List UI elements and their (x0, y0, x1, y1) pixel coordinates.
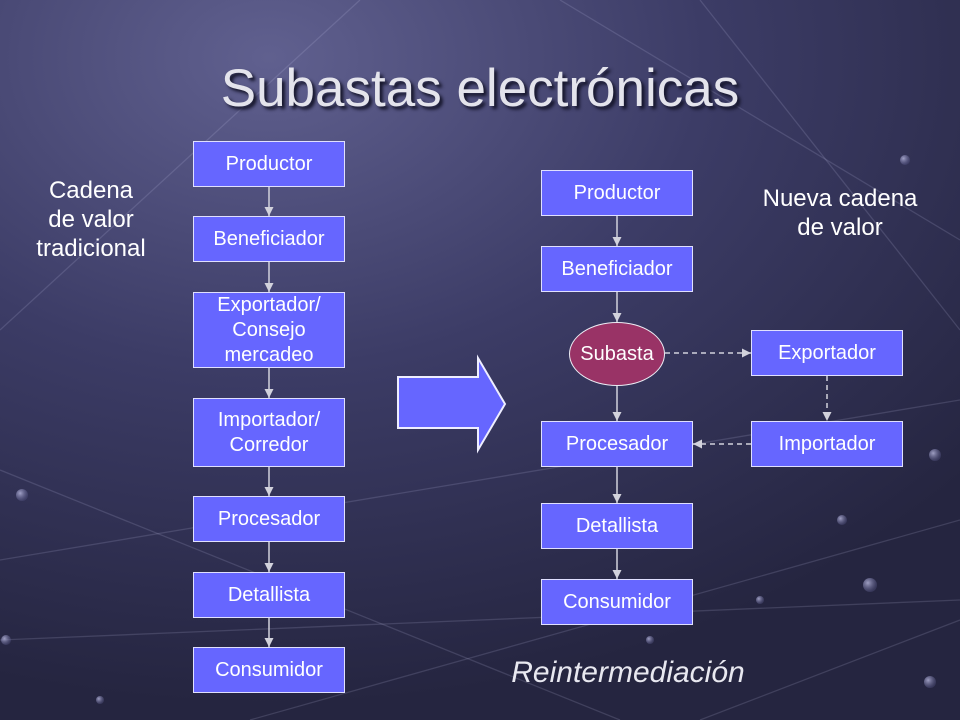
traditional-step-productor: Productor (193, 141, 345, 187)
auction-node: Subasta (569, 322, 665, 386)
new-step-exportador: Exportador (751, 330, 903, 376)
new-chain-label: Nueva cadena de valor (762, 185, 918, 241)
new-step-detallista: Detallista (541, 503, 693, 549)
traditional-step-beneficiador: Beneficiador (193, 216, 345, 262)
traditional-step-detallista: Detallista (193, 572, 345, 618)
traditional-step-exportador-consejo: Exportador/ Consejo mercadeo (193, 292, 345, 368)
traditional-step-consumidor: Consumidor (193, 647, 345, 693)
traditional-chain-label: Cadena de valor tradicional (36, 177, 146, 262)
new-step-productor: Productor (541, 170, 693, 216)
traditional-step-importador-corredor: Importador/ Corredor (193, 398, 345, 467)
new-step-importador: Importador (751, 421, 903, 467)
reintermediation-caption: Reintermediación (511, 656, 745, 689)
new-step-beneficiador: Beneficiador (541, 246, 693, 292)
slide-title: Subastas electrónicas (220, 59, 740, 118)
traditional-step-procesador: Procesador (193, 496, 345, 542)
new-step-procesador: Procesador (541, 421, 693, 467)
transition-arrow (397, 354, 507, 454)
new-step-consumidor: Consumidor (541, 579, 693, 625)
